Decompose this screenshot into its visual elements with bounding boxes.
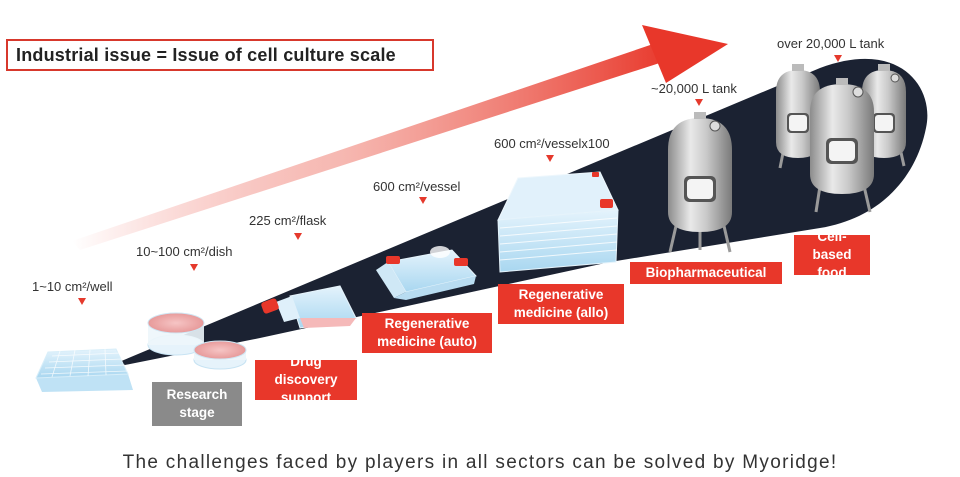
- marker-well-icon: [78, 298, 86, 305]
- sector-regenerative-auto: Regenerative medicine (auto): [362, 313, 492, 353]
- tank-cluster-icon: [776, 64, 906, 213]
- petri-dish-icon: [147, 312, 247, 370]
- marker-vessel-icon: [419, 197, 427, 204]
- well-plate-icon: [35, 348, 133, 392]
- sector-cell-based-food: Cell-based food: [794, 229, 870, 280]
- culture-flask-icon: [261, 285, 357, 329]
- sector-drug-discovery: Drug discovery support: [255, 354, 357, 405]
- scale-label-vessel: 600 cm²/vessel: [373, 179, 461, 194]
- marker-tank20k-icon: [695, 99, 703, 106]
- sector-regenerative-allo: Regenerative medicine (allo): [498, 284, 624, 324]
- growth-arrow: [72, 25, 728, 250]
- scale-label-tank20k: ~20,000 L tank: [651, 81, 737, 96]
- marker-dish-icon: [190, 264, 198, 271]
- page-title: Industrial issue = Issue of cell culture…: [6, 39, 434, 71]
- tank-20000l-icon: [668, 112, 732, 253]
- scale-label-vessel100: 600 cm²/vesselx100: [494, 136, 610, 151]
- marker-vessel100-icon: [546, 155, 554, 162]
- scale-label-well: 1~10 cm²/well: [32, 279, 113, 294]
- sector-biopharmaceutical: Biopharmaceutical: [630, 262, 782, 284]
- scale-label-tankover: over 20,000 L tank: [777, 36, 885, 51]
- footer-message: The challenges faced by players in all s…: [122, 452, 838, 473]
- scale-label-dish: 10~100 cm²/dish: [136, 244, 233, 259]
- stacked-vessel-icon: [497, 171, 619, 273]
- culture-vessel-icon: [376, 246, 477, 300]
- marker-flask-icon: [294, 233, 302, 240]
- scale-label-flask: 225 cm²/flask: [249, 213, 327, 228]
- sector-research-stage: Research stage: [152, 382, 242, 426]
- marker-tankover-icon: [834, 55, 842, 62]
